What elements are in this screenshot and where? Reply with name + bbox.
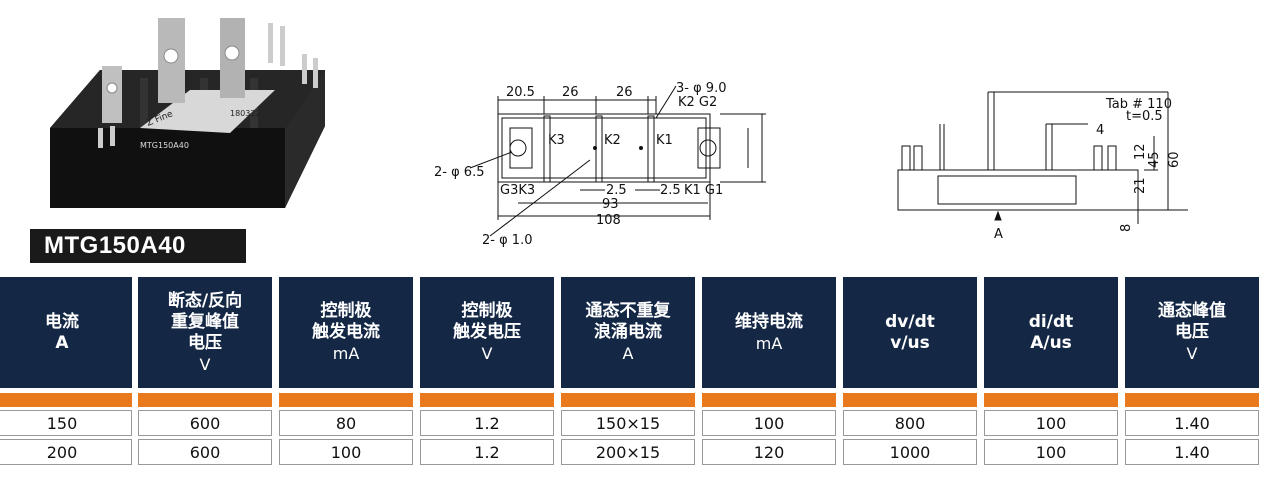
table-cell: 100 [984, 410, 1118, 436]
table-cell: 1.2 [420, 439, 554, 465]
column-header: 通态峰值电压 V [1125, 277, 1259, 388]
table-cell: 200 [0, 439, 132, 465]
accent-bar [0, 393, 132, 407]
column-header-line: dv/dt [885, 311, 935, 332]
table-cell: 80 [279, 410, 413, 436]
product-photo: Z Fine MTG150A40 180322 [40, 8, 340, 223]
front-bottom-left: G3K3 [500, 183, 535, 198]
side-dim-8: 8 [1119, 224, 1134, 232]
column-header-unit: V [199, 354, 211, 374]
table-cell: 100 [279, 439, 413, 465]
model-name-label: MTG150A40 [30, 229, 246, 263]
front-gap-a: 2.5 [606, 183, 627, 198]
front-dim-2: 26 [562, 85, 579, 100]
accent-bar [1125, 393, 1259, 407]
column-header-line: 控制极 [320, 301, 372, 321]
side-dim-21: 21 [1133, 177, 1148, 194]
side-view-drawing: Tab # 110 t=0.5 4 12 21 45 60 8 A [868, 88, 1208, 248]
accent-bar [984, 393, 1118, 407]
front-dim-108: 108 [596, 213, 621, 228]
column-header: 控制极触发电流 mA [279, 277, 413, 388]
front-k2g2: K2 G2 [678, 95, 717, 110]
front-dim-93: 93 [602, 197, 619, 212]
column-header-line: A/us [1030, 332, 1072, 353]
side-dim-4: 4 [1096, 123, 1104, 138]
column-header-line: 触发电流 [312, 322, 380, 342]
column-header-line: 断态/反向 [167, 290, 243, 311]
photo-code: 180322 [230, 109, 261, 118]
front-term-k3: K3 [548, 133, 565, 148]
column-header-line: 重复峰值 [171, 311, 239, 332]
table-cell: 600 [138, 410, 272, 436]
side-t-label: t=0.5 [1126, 109, 1163, 124]
table-cell: 1.2 [420, 410, 554, 436]
front-dim-3: 26 [616, 85, 633, 100]
front-mount-hole-note: 2- φ 6.5 [434, 165, 484, 180]
table-cell: 800 [843, 410, 977, 436]
column-header-line: 通态不重复 [585, 301, 671, 321]
table-cell: 150 [0, 410, 132, 436]
column-header-line: 触发电压 [453, 322, 521, 342]
column-header-line: 电流 [45, 311, 79, 332]
front-term-k2: K2 [604, 133, 621, 148]
front-gap-b: 2.5 [660, 183, 681, 198]
table-cell: 1.40 [1125, 410, 1259, 436]
column-header-unit: mA [755, 333, 783, 353]
table-cell: 1.40 [1125, 439, 1259, 465]
column-header: 控制极触发电压 V [420, 277, 554, 388]
front-term-k1: K1 [656, 133, 673, 148]
table-cell: 150×15 [561, 410, 695, 436]
table-cell: 120 [702, 439, 836, 465]
column-header-line: 控制极 [461, 301, 513, 321]
side-dim-12: 12 [1133, 143, 1148, 160]
table-cell: 100 [702, 410, 836, 436]
side-dim-60: 60 [1167, 151, 1182, 168]
front-hole-note: 3- φ 9.0 [676, 81, 726, 96]
accent-bar [279, 393, 413, 407]
accent-bar-row [0, 393, 1280, 407]
accent-bar [702, 393, 836, 407]
table-cell: 1000 [843, 439, 977, 465]
column-header-unit: A [622, 344, 634, 363]
accent-bar [138, 393, 272, 407]
column-header: 通态不重复浪涌电流 A [561, 277, 695, 388]
column-header-line: 维持电流 [735, 311, 803, 332]
column-header-line: v/us [890, 332, 930, 353]
column-header-unit: V [1186, 344, 1198, 363]
front-small-hole-note: 2- φ 1.0 [482, 233, 532, 248]
table-cell: 200×15 [561, 439, 695, 465]
table-cell: 100 [984, 439, 1118, 465]
accent-bar [561, 393, 695, 407]
side-tab-label: Tab # 110 [1105, 97, 1172, 112]
column-header-unit: V [481, 344, 493, 363]
column-header-unit: mA [332, 344, 360, 363]
front-view-drawing: 20.5 26 26 3- φ 9.0 K2 G2 K3 K2 K1 2- φ … [430, 78, 790, 248]
accent-bar [420, 393, 554, 407]
table-cell: 600 [138, 439, 272, 465]
column-header-line: di/dt [1028, 311, 1074, 332]
column-header-line: A [55, 332, 69, 353]
side-view-a: A [994, 227, 1003, 242]
column-header-line: 浪涌电流 [594, 322, 662, 342]
column-header-line: 通态峰值 [1158, 301, 1226, 321]
front-bottom-right: K1 G1 [684, 183, 723, 198]
front-dim-1: 20.5 [506, 85, 535, 100]
column-header-line: 电压 [1175, 322, 1209, 342]
accent-bar [843, 393, 977, 407]
side-dim-45: 45 [1147, 151, 1162, 168]
column-header-line: 电压 [188, 332, 222, 353]
photo-module-text: MTG150A40 [140, 141, 189, 150]
